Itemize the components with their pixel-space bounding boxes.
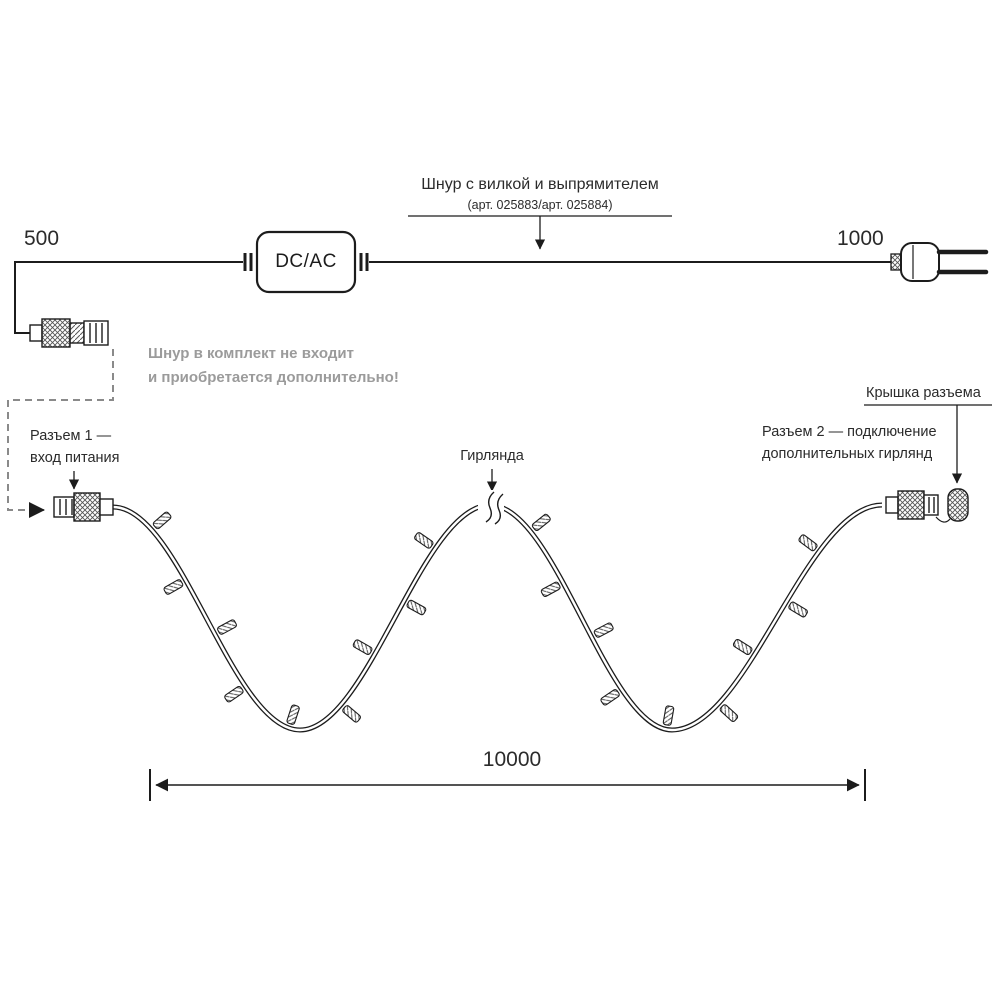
cord-connector-icon [29, 318, 109, 348]
bulb-icon [342, 705, 361, 723]
connector2-label-line1: Разъем 2 — подключение [762, 424, 937, 440]
break-squiggle-icon [485, 491, 495, 523]
garland-bulbs [152, 511, 818, 726]
cord-title: Шнур с вилкой и выпрямителем [421, 176, 659, 193]
bulb-icon [414, 532, 434, 549]
bulb-icon [798, 534, 818, 552]
dcac-label: DC/AC [275, 251, 337, 273]
connector1-label-line2: вход питания [30, 450, 120, 466]
dimension-left-cord: 500 [24, 227, 60, 250]
connector2-icon [885, 490, 951, 523]
connector1-label-line1: Разъем 1 — [30, 428, 112, 444]
bulb-icon [732, 638, 753, 656]
bulb-icon [224, 685, 244, 703]
power-cord-wire [14, 253, 891, 334]
bulb-icon [788, 601, 808, 618]
bulb-icon [406, 599, 427, 616]
cap-label: Крышка разъема [866, 385, 981, 401]
note-line1: Шнур в комплект не входит [148, 345, 354, 362]
bulb-icon [217, 619, 237, 635]
bulb-icon [600, 689, 620, 706]
bulb-icon [352, 639, 373, 656]
bulb-icon [593, 622, 614, 638]
callout-lines [68, 215, 992, 492]
dashed-connection-path [7, 349, 114, 518]
bulb-icon [540, 581, 561, 598]
dcac-converter-box [255, 230, 357, 294]
dimension-line-10000 [149, 769, 866, 801]
connector-cap-icon [947, 488, 969, 522]
garland-wire [112, 490, 883, 733]
break-squiggle-icon [494, 493, 504, 525]
mains-plug-icon [890, 242, 989, 282]
connector1-icon [53, 492, 114, 522]
bulb-icon [662, 705, 675, 726]
note-line2: и приобретается дополнительно! [148, 369, 399, 386]
bulb-icon [286, 704, 300, 725]
bulb-icon [719, 704, 739, 722]
bulb-icon [531, 513, 551, 531]
bulb-icon [163, 579, 184, 595]
garland-label: Гирлянда [460, 448, 524, 464]
bulb-icon [152, 511, 172, 530]
dimension-right-cord: 1000 [837, 227, 884, 250]
cord-article-numbers: (арт. 025883/арт. 025884) [467, 198, 613, 212]
dimension-garland-length: 10000 [482, 748, 542, 771]
connector2-label-line2: дополнительных гирлянд [762, 446, 933, 462]
